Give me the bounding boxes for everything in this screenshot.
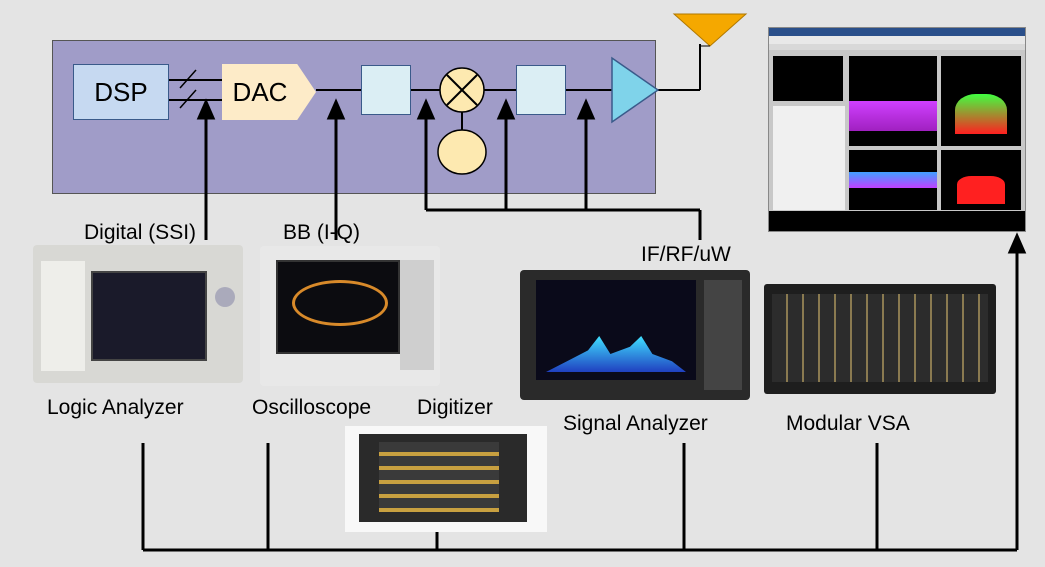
vsa-trace-constellation [773, 56, 843, 101]
local-oscillator [437, 129, 487, 175]
vsa-toolbar [769, 44, 1025, 50]
vsa-status-area [769, 211, 1025, 231]
signal-analyzer-screen [536, 280, 696, 380]
oscilloscope-eye-diagram [292, 280, 388, 326]
label-if-rf-uw: IF/RF/uW [641, 243, 731, 266]
signal-analyzer-spectrum [546, 336, 686, 372]
vsa-trace-spectrum-1 [849, 56, 937, 146]
signal-analyzer-keypad [704, 280, 742, 390]
label-logic-analyzer: Logic Analyzer [47, 396, 184, 419]
vsa-software-screen [768, 27, 1026, 232]
label-digital-ssi: Digital (SSI) [84, 221, 197, 244]
dac-block: DAC [222, 64, 316, 120]
vsa-trace-spectrum-4 [941, 150, 1021, 210]
label-modular-vsa: Modular VSA [786, 412, 910, 435]
signal-analyzer-image [520, 270, 750, 400]
antenna-symbol [672, 13, 748, 47]
oscilloscope-controls [400, 260, 434, 370]
modular-vsa-modules [772, 294, 988, 382]
label-signal-analyzer: Signal Analyzer [563, 412, 708, 435]
logic-analyzer-knob [215, 287, 235, 307]
oscilloscope-image [260, 246, 440, 386]
vsa-titlebar [769, 28, 1025, 36]
oscilloscope-screen [276, 260, 400, 354]
modular-vsa-image [764, 284, 996, 394]
dsp-block: DSP [73, 64, 169, 120]
label-oscilloscope: Oscilloscope [252, 396, 372, 419]
vsa-trace-spectrum-3 [849, 150, 937, 210]
label-digitizer: Digitizer [417, 396, 493, 419]
filter-block-2 [516, 65, 566, 115]
digitizer-chassis [359, 434, 527, 522]
amplifier-symbol [611, 56, 660, 124]
vsa-marker-table [773, 106, 845, 210]
digitizer-image [345, 426, 547, 532]
logic-analyzer-side-panel [41, 261, 85, 371]
label-baseband-iq: BB (I-Q) [283, 221, 360, 244]
logic-analyzer-image [33, 245, 243, 383]
mixer-symbol [439, 67, 485, 113]
logic-analyzer-screen [91, 271, 207, 361]
vsa-trace-spectrum-2 [941, 56, 1021, 146]
vsa-menubar [769, 36, 1025, 44]
dac-label: DAC [232, 76, 288, 107]
dsp-label: DSP [94, 76, 148, 107]
filter-block-1 [361, 65, 411, 115]
